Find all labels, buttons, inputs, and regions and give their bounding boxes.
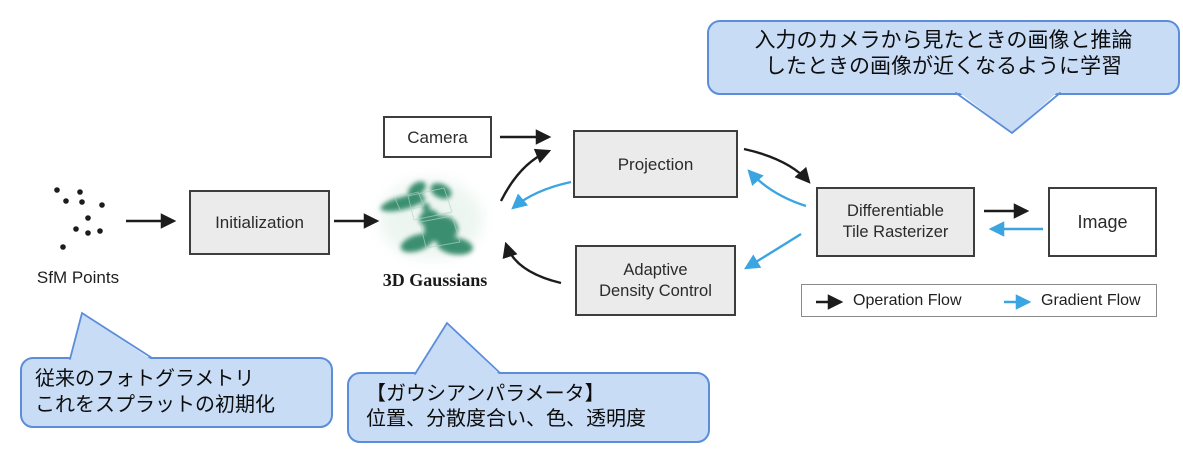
adaptive-label-line1: Adaptive: [623, 260, 688, 279]
gaussian-params-line2: 位置、分散度合い、色、透明度: [366, 406, 646, 430]
rasterizer-label-line2: Tile Rasterizer: [842, 223, 949, 241]
sfm-points-caption: SfM Points: [36, 268, 120, 287]
image-label: Image: [1077, 211, 1128, 232]
initialization-box: Initialization: [189, 190, 330, 255]
rasterizer-label-line1: Differentiable: [847, 202, 944, 220]
training-note-callout: 入力のカメラから見たときの画像と推論 したときの画像が近くなるように学習: [707, 20, 1180, 95]
differentiable-tile-rasterizer-box: Differentiable Tile Rasterizer: [816, 187, 975, 257]
initialization-label: Initialization: [215, 213, 304, 232]
3d-gaussians-caption: 3D Gaussians: [382, 270, 488, 290]
adaptive-density-control-box: Adaptive Density Control: [575, 245, 736, 316]
sfm-note-line1: 従来のフォトグラメトリ: [35, 366, 255, 390]
camera-label: Camera: [407, 127, 468, 147]
camera-box: Camera: [383, 116, 492, 158]
sfm-note-callout: 従来のフォトグラメトリ これをスプラットの初期化: [20, 357, 333, 428]
gaussian-params-line1: 【ガウシアンパラメータ】: [366, 381, 605, 405]
projection-box: Projection: [573, 130, 738, 198]
gradient-flow-legend-label: Gradient Flow: [1041, 292, 1141, 309]
gaussian-params-note-callout: 【ガウシアンパラメータ】 位置、分散度合い、色、透明度: [347, 372, 710, 443]
operation-flow-legend-label: Operation Flow: [853, 292, 962, 309]
gaussian-splat-bunny-icon: [379, 179, 483, 259]
projection-label: Projection: [617, 154, 694, 174]
adaptive-label-line2: Density Control: [599, 281, 712, 300]
training-note-line2: したときの画像が近くなるように学習: [765, 54, 1122, 78]
image-box: Image: [1048, 187, 1157, 257]
scatter-dots-icon: [54, 187, 105, 250]
flow-legend: [801, 284, 1157, 317]
training-note-line1: 入力のカメラから見たときの画像と推論: [754, 28, 1133, 52]
sfm-note-line2: これをスプラットの初期化: [35, 392, 275, 416]
